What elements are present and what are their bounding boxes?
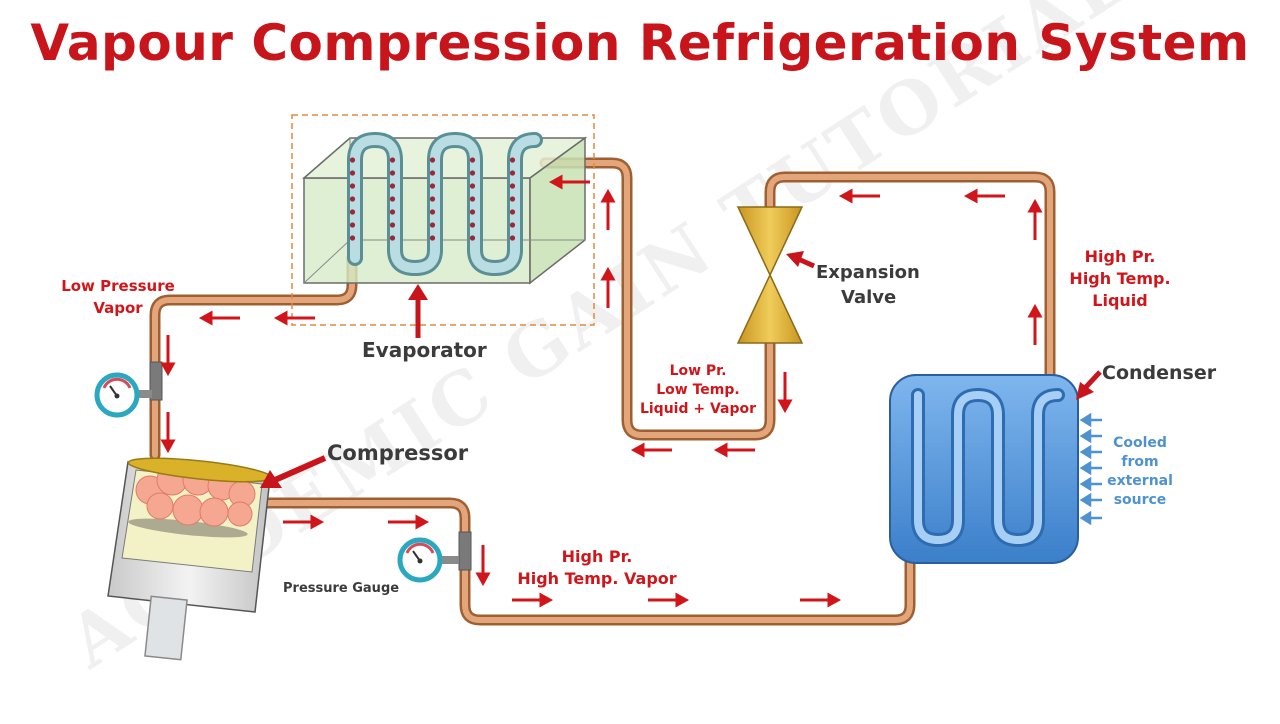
page-title: Vapour Compression Refrigeration System	[30, 14, 1250, 72]
flow-arrowhead-up	[600, 266, 616, 281]
svg-text:High Temp. Vapor: High Temp. Vapor	[517, 569, 676, 588]
svg-text:Low Pr.: Low Pr.	[670, 363, 727, 379]
refrigerant-pipes	[149, 157, 1056, 626]
pressure-gauge-discharge: Pressure Gauge	[283, 531, 472, 596]
state-label-high-pressure-vapor: High Pr. High Temp. Vapor	[517, 547, 676, 588]
pressure-gauge-label: Pressure Gauge	[283, 581, 399, 596]
flow-arrowhead-left	[548, 174, 563, 190]
expansion-valve: Expansion Valve	[736, 206, 920, 344]
compressor-label: Compressor	[327, 441, 469, 465]
state-label-low-pressure-mix: Low Pr. Low Temp. Liquid + Vapor	[640, 363, 756, 417]
flow-arrowhead-left	[198, 310, 213, 326]
cooling-note-line4: source	[1114, 492, 1167, 508]
svg-text:Liquid + Vapor: Liquid + Vapor	[640, 401, 756, 417]
condenser-label: Condenser	[1102, 362, 1217, 384]
evaporator-label: Evaporator	[362, 338, 487, 362]
compressor: Compressor	[107, 441, 469, 661]
evaporator-dashed-boundary	[291, 114, 595, 326]
svg-text:Vapor: Vapor	[93, 299, 143, 317]
condenser: Condenser	[889, 362, 1217, 564]
pressure-gauge-suction	[94, 361, 163, 418]
flow-arrowhead-right	[827, 592, 842, 608]
expansion-valve-label-line1: Expansion	[816, 262, 920, 283]
flow-arrowhead-left	[273, 310, 288, 326]
flow-arrowhead-down	[160, 362, 176, 377]
svg-text:High Pr.: High Pr.	[1085, 247, 1156, 266]
state-label-low-pressure-vapor: Low Pressure Vapor	[61, 277, 175, 317]
flow-arrowhead-left	[838, 188, 853, 204]
svg-text:High Temp.: High Temp.	[1069, 269, 1170, 288]
svg-text:Liquid: Liquid	[1092, 291, 1147, 310]
flow-arrowhead-left	[963, 188, 978, 204]
state-label-high-pressure-liquid: High Pr. High Temp. Liquid	[1069, 247, 1170, 310]
flow-arrowhead-right	[415, 514, 430, 530]
flow-arrowhead-down	[475, 572, 491, 587]
flow-arrowhead-down	[777, 399, 793, 414]
flow-arrowhead-up	[1027, 198, 1043, 213]
flow-arrowhead-left	[713, 442, 728, 458]
flow-arrowhead-right	[310, 514, 325, 530]
svg-text:Low Pressure: Low Pressure	[61, 277, 175, 295]
flow-arrowhead-right	[675, 592, 690, 608]
flow-arrowhead-left	[630, 442, 645, 458]
cooling-note-line1: Cooled	[1113, 435, 1167, 451]
flow-arrows	[160, 174, 1043, 608]
flow-arrowhead-right	[539, 592, 554, 608]
flow-arrowhead-up	[1027, 303, 1043, 318]
cooling-note-line2: from	[1121, 454, 1158, 470]
evaporator: Evaporator	[291, 114, 595, 362]
expansion-valve-label-line2: Valve	[841, 287, 896, 308]
svg-text:High Pr.: High Pr.	[562, 547, 633, 566]
flow-arrowhead-down	[160, 439, 176, 454]
flow-arrowhead-up	[600, 188, 616, 203]
svg-text:Low Temp.: Low Temp.	[656, 382, 739, 398]
cooling-note: Cooled from external source	[1107, 435, 1173, 508]
cooling-note-line3: external	[1107, 473, 1173, 489]
cooling-arrows	[1079, 412, 1102, 526]
